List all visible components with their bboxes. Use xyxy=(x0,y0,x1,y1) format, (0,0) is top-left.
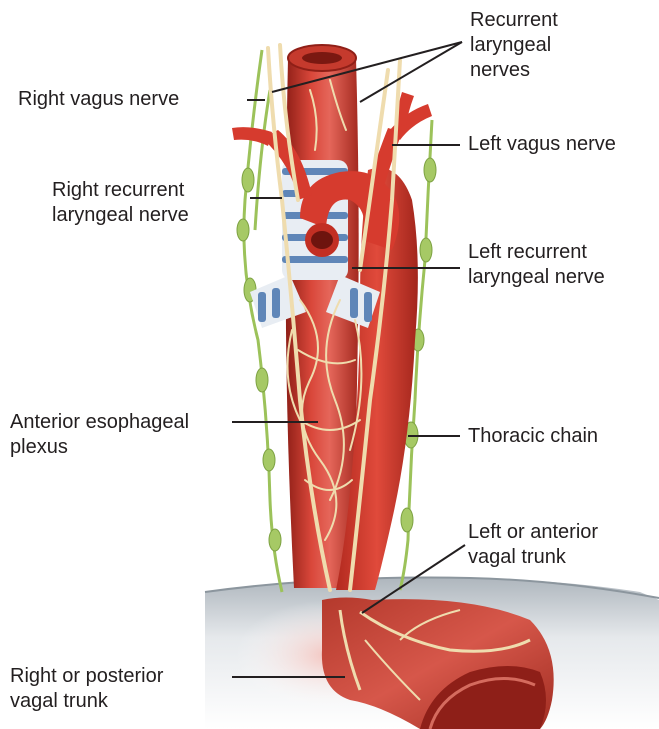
label-anterior-esophageal-plexus: Anterior esophageal plexus xyxy=(10,410,189,460)
label-line: laryngeal nerve xyxy=(52,203,189,228)
label-thoracic-chain: Thoracic chain xyxy=(468,424,598,449)
label-line: vagal trunk xyxy=(10,689,163,714)
label-line: Right recurrent xyxy=(52,178,189,203)
label-line: plexus xyxy=(10,435,189,460)
label-line: Recurrent xyxy=(470,8,558,33)
label-line: laryngeal nerve xyxy=(468,265,605,290)
label-right-vagus-nerve: Right vagus nerve xyxy=(18,87,179,112)
label-line: Left recurrent xyxy=(468,240,605,265)
label-line: Right or posterior xyxy=(10,664,163,689)
label-recurrent-laryngeal-nerves: Recurrent laryngeal nerves xyxy=(470,8,558,83)
label-line: Left or anterior xyxy=(468,520,598,545)
label-left-recurrent-laryngeal-nerve: Left recurrent laryngeal nerve xyxy=(468,240,605,290)
label-line: vagal trunk xyxy=(468,545,598,570)
label-left-vagus-nerve: Left vagus nerve xyxy=(468,132,616,157)
label-line: Left vagus nerve xyxy=(468,132,616,157)
label-left-or-anterior-vagal-trunk: Left or anterior vagal trunk xyxy=(468,520,598,570)
label-line: Anterior esophageal xyxy=(10,410,189,435)
label-line: Right vagus nerve xyxy=(18,87,179,112)
label-line: laryngeal xyxy=(470,33,558,58)
label-right-or-posterior-vagal-trunk: Right or posterior vagal trunk xyxy=(10,664,163,714)
label-right-recurrent-laryngeal-nerve: Right recurrent laryngeal nerve xyxy=(52,178,189,228)
label-line: Thoracic chain xyxy=(468,424,598,449)
label-line: nerves xyxy=(470,58,558,83)
